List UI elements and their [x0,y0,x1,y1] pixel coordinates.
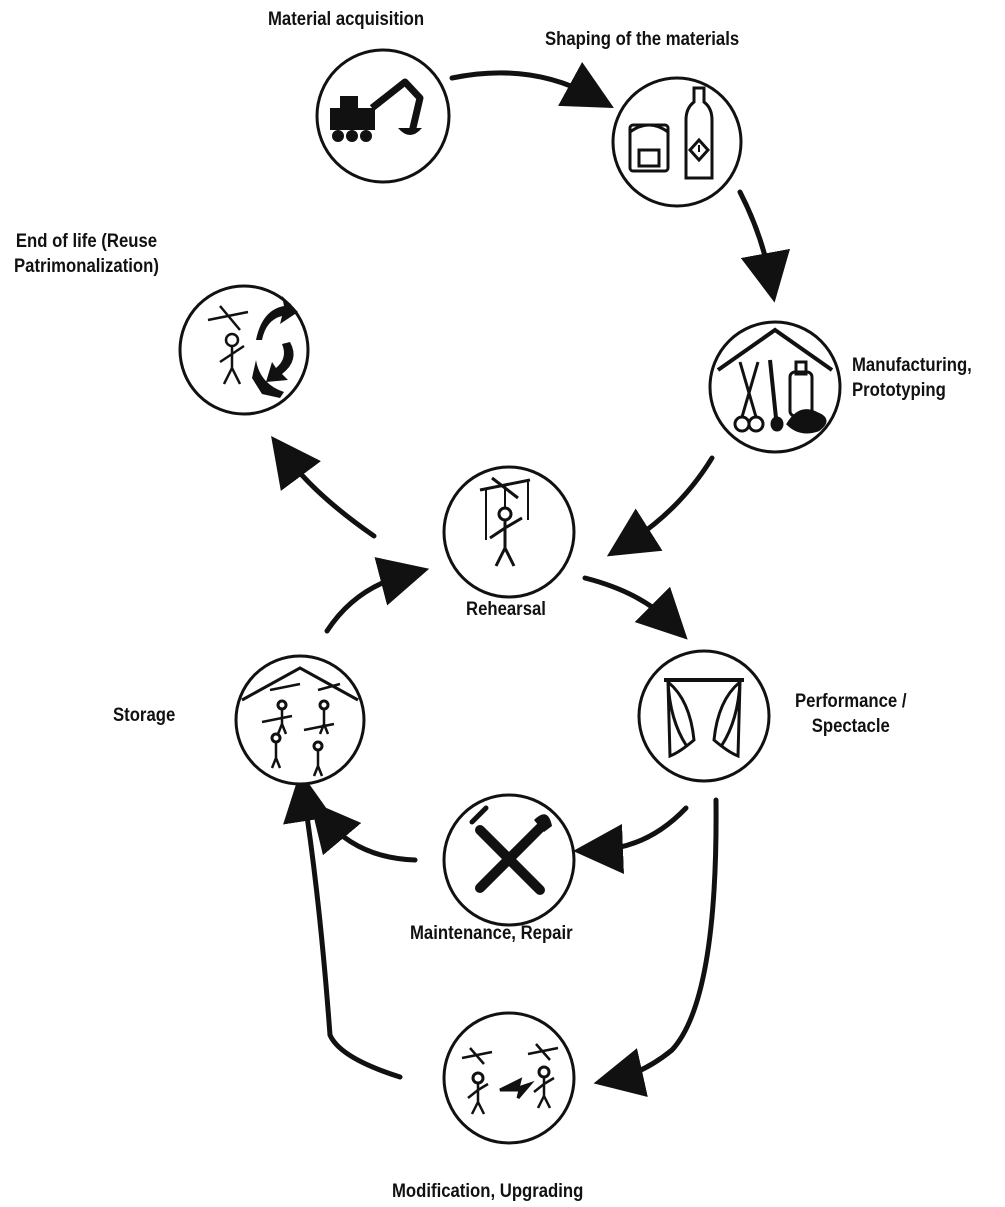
marionette-icon [479,476,531,567]
flow-arrow-maintenance-to-storage [309,800,418,863]
stage-curtains-icon [664,678,744,759]
paint-can-and-bottle-icon [628,86,714,180]
flow-arrow-storage-to-rehearsal [324,557,430,634]
marionette-recycle-icon [207,296,298,398]
label-storage: Storage [113,705,176,726]
flow-arrow-rehearsal-to-end-of-life [271,435,377,539]
wrench-screwdriver-icon [469,805,552,895]
modification-circle [442,1011,576,1145]
label-rehearsal: Rehearsal [466,599,546,620]
label-modification-upgrading: Modification, Upgrading [392,1181,584,1202]
material-acquisition-circle [315,48,451,184]
excavator-icon [330,78,424,142]
flow-arrow-modification-to-storage [283,771,403,1080]
shaping-circle [611,76,743,208]
flow-arrow-acquisition-to-shaping [449,62,614,109]
label-manufacturing-prototyping: Manufacturing, Prototyping [852,355,972,401]
manufacturing-circle [708,320,842,454]
flow-arrow-shaping-to-manufacturing [737,189,791,303]
storage-circle [234,654,366,786]
flow-arrow-performance-to-maintenance [573,805,689,874]
flow-arrow-manufacturing-to-rehearsal [606,455,715,557]
rehearsal-circle [442,465,576,599]
performance-circle [637,649,771,783]
label-end-of-life: End of life (Reuse Patrimonalization) [14,231,159,277]
flow-arrow-performance-to-modification [593,797,719,1097]
workshop-tools-icon [716,327,834,434]
marionette-transform-icon [461,1043,559,1115]
label-shaping-of-the-materials: Shaping of the materials [545,29,740,50]
stored-marionettes-icon [241,666,359,777]
label-maintenance-repair: Maintenance, Repair [410,923,573,944]
label-performance-spectacle: Performance / Spectacle [795,691,907,737]
label-material-acquisition: Material acquisition [268,9,425,30]
flow-arrow-rehearsal-to-performance [582,575,688,640]
